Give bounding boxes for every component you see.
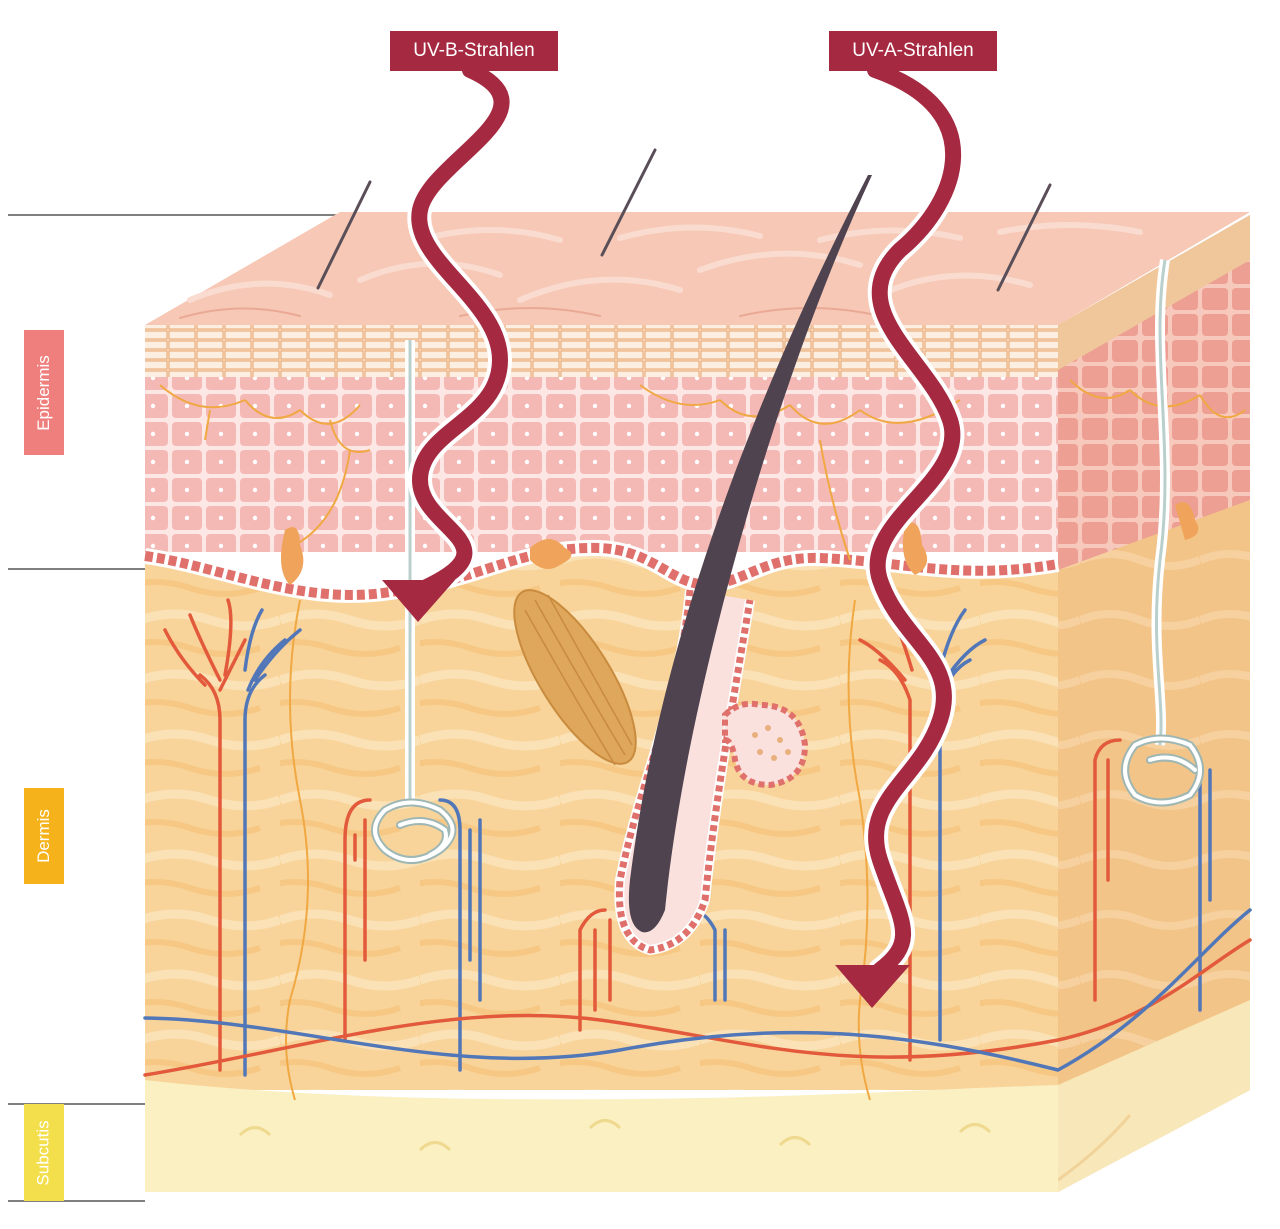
- nerve-fibers: [159, 379, 1246, 1101]
- uvb-ray-path: [411, 62, 510, 598]
- uvb-ray-label-text: UV-B-Strahlen: [413, 40, 535, 61]
- epidermis-label-text: Epidermis: [34, 354, 53, 431]
- subcutis-label-text: Subcutis: [34, 1119, 54, 1186]
- uva-ray-label-text: UV-A-Strahlen: [852, 40, 974, 61]
- epidermis-label: Epidermis: [24, 330, 64, 455]
- dermis-label-text: Dermis: [34, 809, 53, 863]
- hair-shaft: [628, 175, 872, 933]
- uvb-ray-label: UV-B-Strahlen: [390, 31, 558, 71]
- melanocytes: [281, 502, 1199, 585]
- epidermis-cells: [145, 377, 1058, 552]
- subcutis-layer: [145, 1080, 1058, 1192]
- dermis-label: Dermis: [24, 788, 64, 884]
- sweat-glands: [371, 259, 1204, 864]
- dermis-layer: [145, 551, 1058, 1090]
- subcutis-label: Subcutis: [24, 1104, 64, 1201]
- uvb-ray-arrow: [382, 58, 514, 622]
- uva-ray-arrowhead: [835, 965, 910, 1008]
- skin-surface: [145, 212, 1250, 325]
- surface-hairs: [316, 148, 1052, 292]
- uvb-ray-arrowhead: [382, 580, 455, 622]
- skin-block-side-face: [1057, 215, 1250, 1192]
- arrector-pili-muscle: [513, 589, 637, 766]
- uva-ray-arrow: [835, 58, 966, 1008]
- uva-ray-label: UV-A-Strahlen: [829, 31, 997, 71]
- uva-ray-path: [867, 62, 962, 978]
